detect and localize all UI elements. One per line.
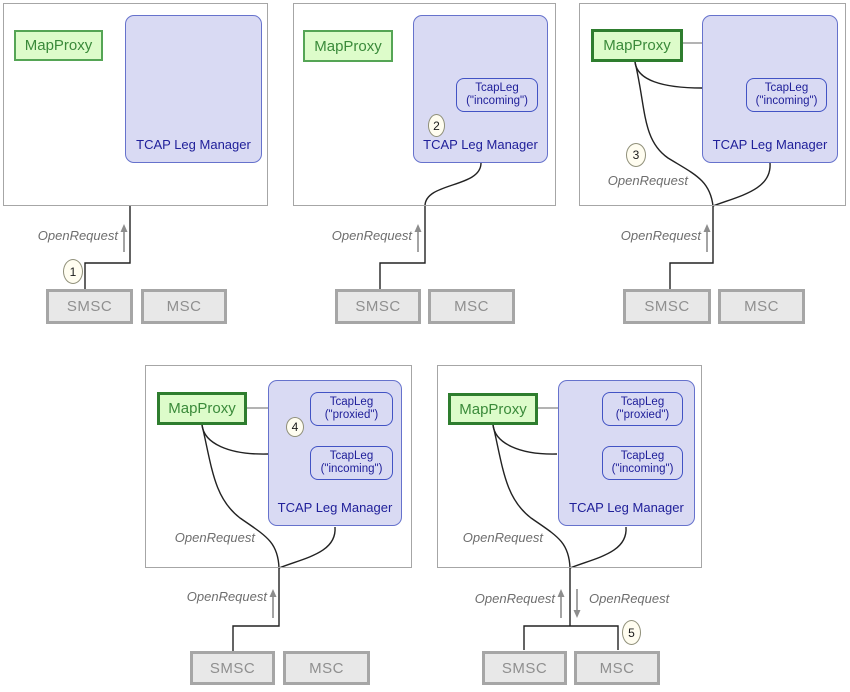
p4-mapproxy-to-junction-wire	[201, 424, 280, 569]
step-5-badge: 5	[622, 620, 641, 645]
p3-msc-node: MSC	[718, 289, 805, 324]
p2-openrequest-label: OpenRequest	[331, 228, 412, 243]
p4-tcapleg-incoming-box: TcapLeg ("incoming")	[310, 446, 393, 480]
p5-tcapleg-incoming-box: TcapLeg ("incoming")	[602, 446, 683, 480]
p4-tcapleg-proxied-line1: TcapLeg	[329, 396, 374, 408]
p3-smsc-node: SMSC	[623, 289, 711, 324]
p5-openrequest-down-arrow-icon	[573, 589, 581, 618]
p4-openrequest-label: OpenRequest	[186, 589, 267, 604]
p3-openrequest-up-arrow-icon	[703, 224, 711, 252]
p3-tcapleg-incoming-box: TcapLeg ("incoming")	[746, 78, 827, 112]
p1-openrequest-label: OpenRequest	[37, 228, 118, 243]
p5-tcapleg-proxied-box: TcapLeg ("proxied")	[602, 392, 683, 426]
p3-smsc-to-junction-wire	[669, 206, 714, 289]
p2-smsc-node: SMSC	[335, 289, 421, 324]
p5-tcapleg-incoming-line2: ("incoming")	[611, 463, 674, 475]
p3-openrequest-label: OpenRequest	[620, 228, 701, 243]
p1-tcap-leg-manager-label: TCAP Leg Manager	[136, 137, 251, 152]
p4-manager-to-junction-wire	[278, 526, 336, 569]
p5-tcapleg-proxied-line1: TcapLeg	[620, 396, 665, 408]
p4-tcapleg-proxied-line2: ("proxied")	[324, 409, 379, 421]
p2-mapproxy-box: MapProxy	[303, 30, 393, 62]
p5-mapproxy-to-junction-wire	[492, 424, 571, 569]
p3-openrequest-inner-label: OpenRequest	[607, 173, 688, 188]
p2-tcapleg-incoming-line2: ("incoming")	[466, 95, 528, 107]
p5-tcapleg-incoming-line1: TcapLeg	[620, 450, 665, 462]
p2-msc-node: MSC	[428, 289, 515, 324]
p4-mapproxy-box: MapProxy	[157, 392, 247, 425]
p3-mapproxy-box: MapProxy	[591, 29, 683, 62]
step-1-badge: 1	[63, 259, 83, 284]
p2-tcap-leg-manager-label: TCAP Leg Manager	[423, 137, 538, 152]
p5-tcap-leg-manager-label: TCAP Leg Manager	[569, 500, 684, 515]
panel-3-frame	[579, 3, 846, 206]
p4-tcapleg-incoming-line2: ("incoming")	[320, 463, 383, 475]
p1-tcap-leg-manager-box: TCAP Leg Manager	[125, 15, 262, 163]
p3-tcapleg-incoming-line1: TcapLeg	[764, 82, 809, 94]
panel-4-frame	[145, 365, 412, 568]
p4-openrequest-up-arrow-icon	[269, 589, 277, 618]
p4-tcapleg-proxied-box: TcapLeg ("proxied")	[310, 392, 393, 426]
p3-tcapleg-incoming-line2: ("incoming")	[755, 95, 818, 107]
panel-5-frame	[437, 365, 702, 568]
p4-openrequest-inner-label: OpenRequest	[174, 530, 255, 545]
step-3-badge: 3	[626, 143, 646, 167]
p2-smsc-to-manager-wire	[379, 162, 482, 289]
p5-junction-to-smsc-msc-wire	[523, 568, 619, 650]
p1-mapproxy-box: MapProxy	[14, 30, 103, 61]
p5-tcapleg-proxied-line2: ("proxied")	[615, 409, 670, 421]
p5-manager-to-junction-wire	[569, 526, 627, 569]
p4-smsc-to-junction-wire	[232, 568, 280, 651]
p2-tcapleg-incoming-box: TcapLeg ("incoming")	[456, 78, 538, 112]
p2-openrequest-up-arrow-icon	[414, 224, 422, 252]
p5-mapproxy-box: MapProxy	[448, 393, 538, 425]
p3-tcap-leg-manager-label: TCAP Leg Manager	[712, 137, 828, 152]
panel-1-frame	[3, 3, 268, 206]
p5-openrequest-up-arrow-icon	[557, 589, 565, 618]
p5-smsc-node: SMSC	[482, 651, 567, 685]
p5-openrequest-down-label: OpenRequest	[589, 591, 670, 606]
p2-tcapleg-incoming-line1: TcapLeg	[475, 82, 519, 94]
p4-tcapleg-incoming-line1: TcapLeg	[329, 450, 374, 462]
p4-tcap-leg-manager-label: TCAP Leg Manager	[277, 500, 393, 515]
p1-openrequest-up-arrow-icon	[120, 224, 128, 252]
p4-smsc-node: SMSC	[190, 651, 275, 685]
p5-openrequest-up-label: OpenRequest	[474, 591, 555, 606]
step-4-badge: 4	[286, 417, 304, 437]
p5-msc-node: MSC	[574, 651, 660, 685]
panel-2-frame	[293, 3, 556, 206]
p3-manager-to-junction-wire	[712, 162, 771, 207]
p1-msc-node: MSC	[141, 289, 227, 324]
p1-smsc-node: SMSC	[46, 289, 133, 324]
p4-msc-node: MSC	[283, 651, 370, 685]
step-2-badge: 2	[428, 114, 445, 137]
p1-smsc-to-manager-wire	[84, 206, 131, 289]
p5-openrequest-inner-label: OpenRequest	[462, 530, 543, 545]
p3-mapproxy-to-junction-wire	[634, 61, 714, 207]
